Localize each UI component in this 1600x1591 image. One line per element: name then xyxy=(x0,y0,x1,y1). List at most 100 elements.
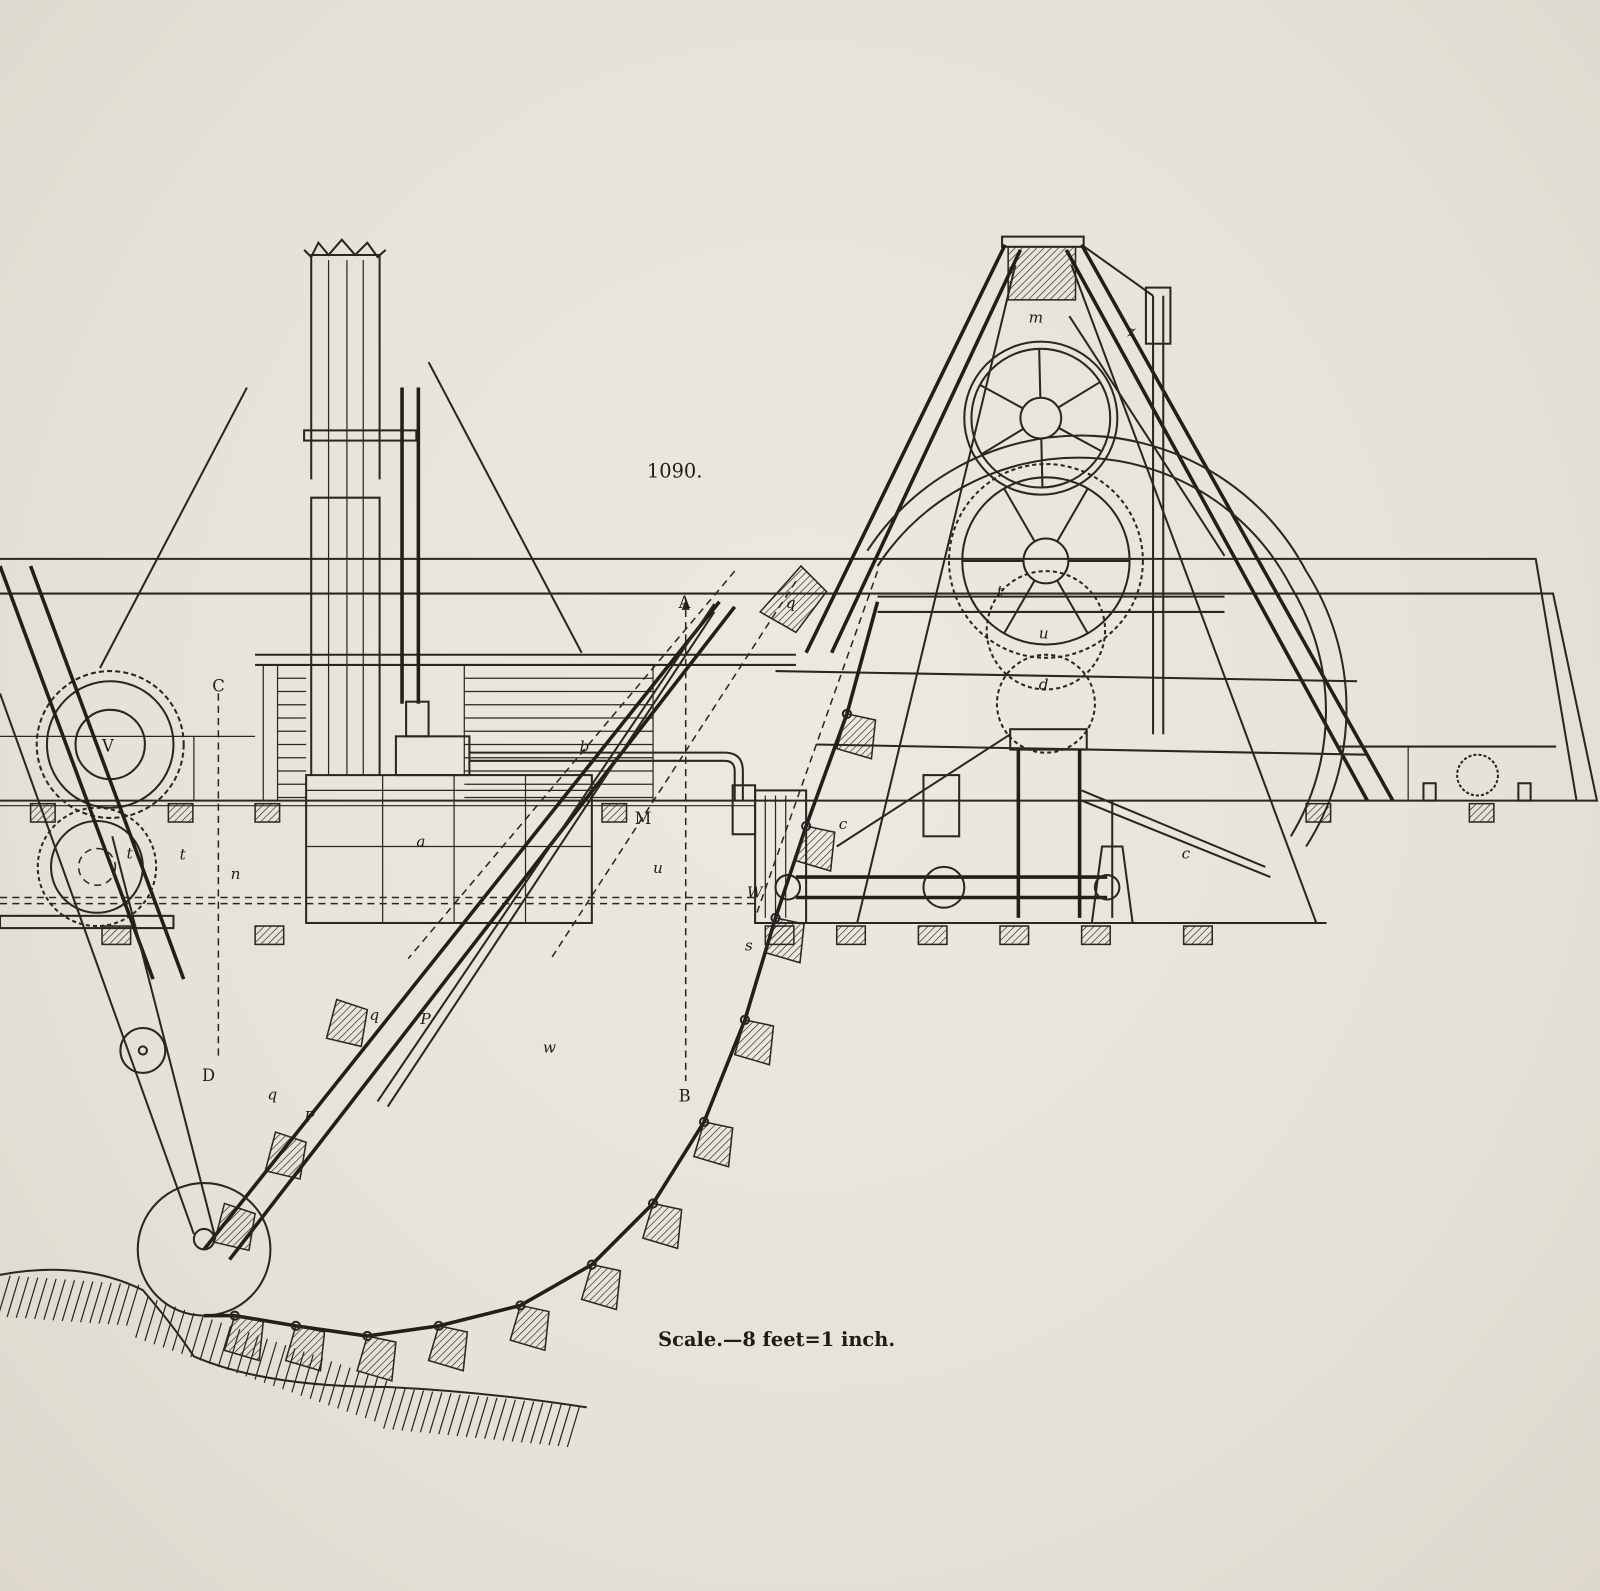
gear-spoke xyxy=(1058,427,1103,453)
dredge-bucket xyxy=(325,998,369,1048)
gear-spoke xyxy=(1040,438,1044,488)
gear-train xyxy=(947,340,1144,754)
label-u2: u xyxy=(1039,624,1049,642)
ground-hatch-line xyxy=(300,1354,314,1396)
ground-hatch-line xyxy=(125,1284,140,1326)
deck-beam xyxy=(1305,802,1332,823)
label-M: M xyxy=(635,809,652,828)
ground-hatch-line xyxy=(346,1370,360,1412)
ground-hatch-line xyxy=(107,1283,121,1325)
ground-hatch-line xyxy=(70,1280,85,1322)
ground-hatch-line xyxy=(153,1303,167,1345)
stay-rods xyxy=(99,361,583,669)
steam-engine xyxy=(731,728,1134,925)
gear-spoke xyxy=(1003,487,1036,543)
deck-beam xyxy=(601,802,628,823)
floor-beam xyxy=(1182,925,1214,946)
gear-spoke xyxy=(1038,348,1042,398)
label-c2: c xyxy=(1182,845,1191,863)
label-m: m xyxy=(1029,308,1044,326)
ground-hatch-line xyxy=(291,1351,305,1393)
ground-hatch-line xyxy=(208,1322,223,1364)
floor-beam xyxy=(917,925,948,946)
ground-hatch-line xyxy=(34,1278,48,1320)
ground-hatch-line xyxy=(43,1278,57,1320)
gear-spoke xyxy=(1056,487,1089,543)
dredge-bucket xyxy=(692,1120,734,1168)
ground-hatch-line xyxy=(364,1377,379,1419)
ground-hatch-line xyxy=(309,1357,324,1400)
label-W: W xyxy=(747,883,764,901)
ground-hatch-line xyxy=(456,1395,470,1437)
floor-beam xyxy=(835,925,867,946)
label-q2: q xyxy=(267,1085,277,1103)
ground-hatch-line xyxy=(373,1380,388,1422)
chain-pin xyxy=(841,708,853,720)
dredge-bucket xyxy=(764,916,805,964)
label-q1: q xyxy=(369,1006,379,1024)
ground-hatch-line xyxy=(98,1282,112,1324)
stern-winch xyxy=(1336,745,1557,802)
dredge-bucket xyxy=(284,1324,326,1372)
section-label-d: D xyxy=(202,1066,215,1085)
ground-hatch-line xyxy=(171,1309,186,1351)
ground-hatch-line xyxy=(116,1283,131,1326)
ground-hatch-line xyxy=(135,1296,149,1338)
section-label-b: B xyxy=(679,1086,691,1105)
ground-hatch-line xyxy=(318,1361,333,1403)
ground-hatch-line xyxy=(181,1312,195,1355)
river-bed xyxy=(0,1268,587,1448)
dredge-bucket xyxy=(759,564,828,634)
ground-hatch-line xyxy=(539,1403,553,1445)
deckhouse xyxy=(0,653,796,801)
dredge-bucket xyxy=(509,1304,550,1352)
ground-hatch-line xyxy=(511,1400,526,1442)
dredge-bucket xyxy=(641,1202,683,1250)
chain-pin xyxy=(801,820,812,832)
ground-hatch-line xyxy=(236,1332,250,1374)
gear-spoke xyxy=(979,384,1024,410)
floor-beam xyxy=(254,925,285,946)
ground-hatch-line xyxy=(447,1394,461,1436)
ground-hatch-line xyxy=(337,1367,351,1409)
ground-hatch-line xyxy=(80,1281,94,1323)
ground-hatch-line xyxy=(144,1300,158,1342)
ground-hatch-line xyxy=(484,1397,498,1439)
label-t1: t xyxy=(127,845,134,863)
section-lines xyxy=(0,599,756,1082)
ground-hatch-line xyxy=(493,1398,507,1440)
label-p1: P xyxy=(419,1010,431,1028)
floor-beam xyxy=(999,925,1030,946)
ground-hatch-line xyxy=(401,1389,415,1431)
dredge-bucket xyxy=(356,1335,397,1382)
label-w: w xyxy=(543,1039,556,1057)
chain-pin xyxy=(229,1310,240,1321)
ground-hatch-line xyxy=(557,1405,571,1447)
chain-pin xyxy=(770,912,781,923)
deck-beam xyxy=(1468,802,1495,823)
ground-hatch-line xyxy=(465,1395,480,1438)
chain-pin xyxy=(586,1259,597,1270)
ground-hatch-line xyxy=(254,1338,268,1380)
chain-pin xyxy=(515,1300,526,1311)
bucket-chain xyxy=(204,564,880,1382)
ground-hatch-line xyxy=(89,1281,103,1324)
gear-spoke xyxy=(1057,381,1101,409)
label-V: V xyxy=(101,737,115,756)
ground-hatch-line xyxy=(429,1392,443,1434)
gear-spoke xyxy=(1056,579,1089,634)
ground-hatch-line xyxy=(327,1364,342,1406)
dredge-bucket xyxy=(794,825,836,872)
ground-hatch-line xyxy=(282,1348,296,1390)
chain-pin xyxy=(647,1198,659,1209)
label-c1: c xyxy=(839,815,848,833)
ground-hatch-line xyxy=(245,1335,259,1377)
ground-hatch-line xyxy=(0,1275,11,1312)
label-d: d xyxy=(1039,675,1049,693)
dredge-bucket xyxy=(427,1324,469,1372)
floor-beam xyxy=(101,925,132,946)
chain-pin xyxy=(739,1014,750,1025)
ground-hatch-line xyxy=(502,1399,516,1441)
ground-hatch-line xyxy=(566,1406,581,1448)
